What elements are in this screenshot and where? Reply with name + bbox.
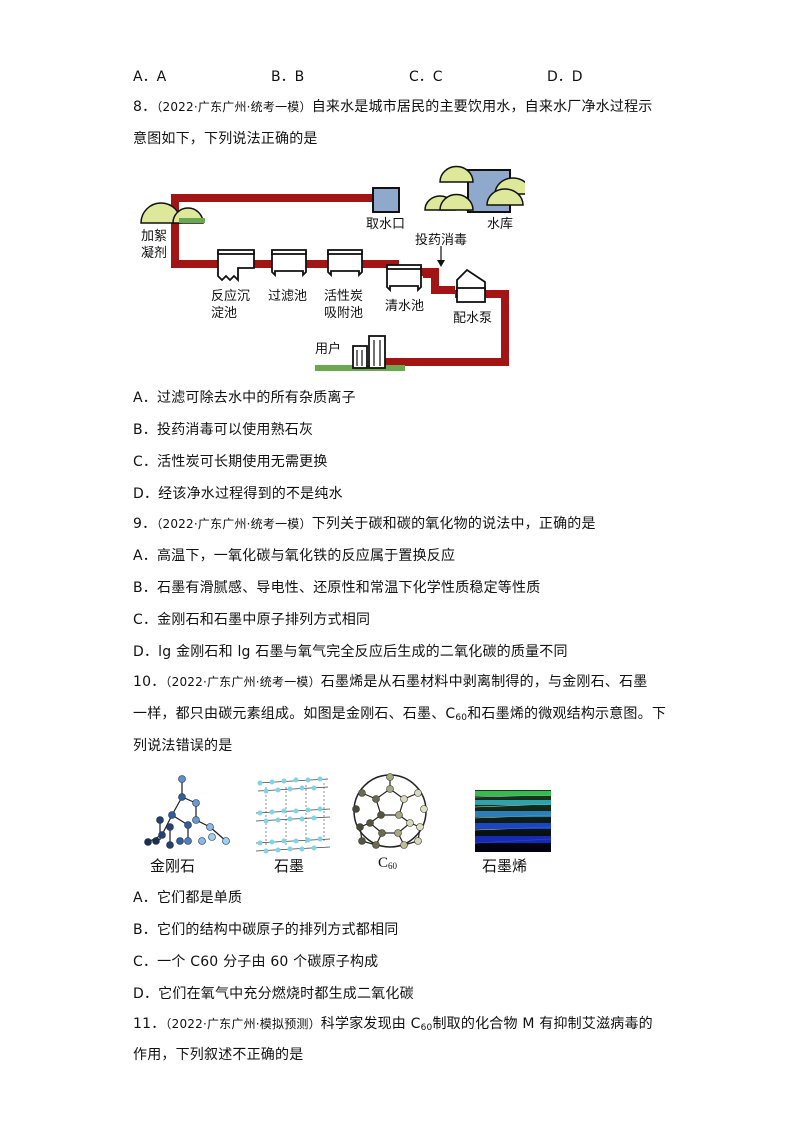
q10-option-a: A．它们都是单质 xyxy=(133,890,243,906)
q10-number: 10． xyxy=(133,674,166,690)
label-carbon: 活性炭 吸附池 xyxy=(324,289,364,321)
q8-stem-line1: 8．（2022·广东广州·统考一模）自来水是城市居民的主要饮用水，自来水厂净水过… xyxy=(133,97,653,117)
label-c60: C60 xyxy=(378,855,398,871)
label-pump: 配水泵 xyxy=(453,311,493,326)
label-graphite: 石墨 xyxy=(274,857,305,875)
option-b: B．B xyxy=(271,69,305,85)
q10-stem-line2: 一样，都只由碳元素组成。如图是金刚石、石墨、C60和石墨烯的微观结构示意图。下 xyxy=(133,706,667,723)
q9-option-d: D．lg 金刚石和 lg 石墨与氧气完全反应后生成的二氧化碳的质量不同 xyxy=(133,644,568,660)
q9-stem-text: 下列关于碳和碳的氧化物的说法中，正确的是 xyxy=(311,516,596,532)
q10-source: （2022·广东广州·统考一模） xyxy=(165,675,321,689)
graphene-structure xyxy=(474,790,552,852)
q10-stem-line3: 列说法错误的是 xyxy=(133,738,233,754)
q8-option-b: B．投药消毒可以使用熟石灰 xyxy=(133,422,314,438)
q10-stem-line1: 10．（2022·广东广州·统考一模）石墨烯是从石墨材料中剥离制得的，与金刚石、… xyxy=(133,672,647,692)
q11-stem-line1: 11．（2022·广东广州·模拟预测）科学家发现由 C60制取的化合物 M 有抑… xyxy=(133,1016,653,1033)
q9-number: 9． xyxy=(133,516,157,532)
water-treatment-svg xyxy=(140,165,532,371)
carbon-structures-figure: 金刚石 石墨 C60 石墨烯 xyxy=(130,765,560,880)
diamond-structure xyxy=(144,775,230,849)
label-graphene: 石墨烯 xyxy=(482,857,528,875)
label-diamond: 金刚石 xyxy=(150,857,196,875)
carbon-tank xyxy=(327,251,363,278)
q10-option-c: C．一个 C60 分子由 60 个碳原子构成 xyxy=(133,954,379,970)
pump-house xyxy=(456,287,486,303)
label-filter: 过滤池 xyxy=(268,289,308,304)
q8-option-c: C．活性炭可长期使用无需更换 xyxy=(133,454,328,470)
q8-stem-line2: 意图如下，下列说法正确的是 xyxy=(133,131,318,147)
building-2 xyxy=(368,335,386,369)
sedimentation-tank xyxy=(217,251,255,283)
q8-number: 8． xyxy=(133,99,157,115)
option-d: D．D xyxy=(547,69,583,85)
q8-source: （2022·广东广州·统考一模） xyxy=(156,100,312,114)
option-a: A．A xyxy=(133,69,167,85)
q9-stem: 9．（2022·广东广州·统考一模）下列关于碳和碳的氧化物的说法中，正确的是 xyxy=(133,514,596,534)
label-user: 用户 xyxy=(315,342,342,357)
graphite-structure xyxy=(255,776,331,854)
label-clear-water: 清水池 xyxy=(385,299,425,314)
label-reservoir: 水库 xyxy=(487,217,514,232)
q11-source: （2022·广东广州·模拟预测） xyxy=(165,1017,321,1031)
pump-roof xyxy=(456,268,486,291)
q9-option-c: C．金刚石和石墨中原子排列方式相同 xyxy=(133,612,371,628)
filter-tank xyxy=(271,251,307,278)
q11-number: 11． xyxy=(133,1016,166,1032)
clear-water-tank xyxy=(386,266,422,293)
carbon-structures-svg xyxy=(144,773,552,854)
q10-option-d: D．它们在氧气中充分燃烧时都生成二氧化碳 xyxy=(133,986,414,1002)
q10-option-b: B．它们的结构中碳原子的排列方式都相同 xyxy=(133,922,399,938)
q9-option-b: B．石墨有滑腻感、导电性、还原性和常温下化学性质稳定等性质 xyxy=(133,580,541,596)
water-treatment-diagram: 加絮 凝剂 取水口 水库 投药消毒 反应沉 淀池 过滤池 活性炭 吸附池 清水池… xyxy=(135,160,532,375)
q9-option-a: A．高温下，一氧化碳与氧化铁的反应属于置换反应 xyxy=(133,548,456,564)
q10-stem-text: 石墨烯是从石墨材料中剥离制得的，与金刚石、石墨 xyxy=(320,674,648,690)
q8-option-d: D．经该净水过程得到的不是纯水 xyxy=(133,486,343,502)
label-flocculant: 加絮 凝剂 xyxy=(141,229,168,261)
q11-stem-line2: 作用，下列叙述不正确的是 xyxy=(133,1047,304,1063)
label-disinfect: 投药消毒 xyxy=(415,233,468,248)
option-c: C．C xyxy=(409,69,443,85)
c60-structure xyxy=(352,773,428,849)
label-intake: 取水口 xyxy=(366,217,406,232)
q8-stem-text: 自来水是城市居民的主要饮用水，自来水厂净水过程示 xyxy=(311,99,653,115)
building-1 xyxy=(352,345,368,369)
label-sedimentation: 反应沉 淀池 xyxy=(211,289,251,321)
q9-source: （2022·广东广州·统考一模） xyxy=(156,517,312,531)
q8-option-a: A．过滤可除去水中的所有杂质离子 xyxy=(133,390,356,406)
intake-box xyxy=(372,187,400,213)
